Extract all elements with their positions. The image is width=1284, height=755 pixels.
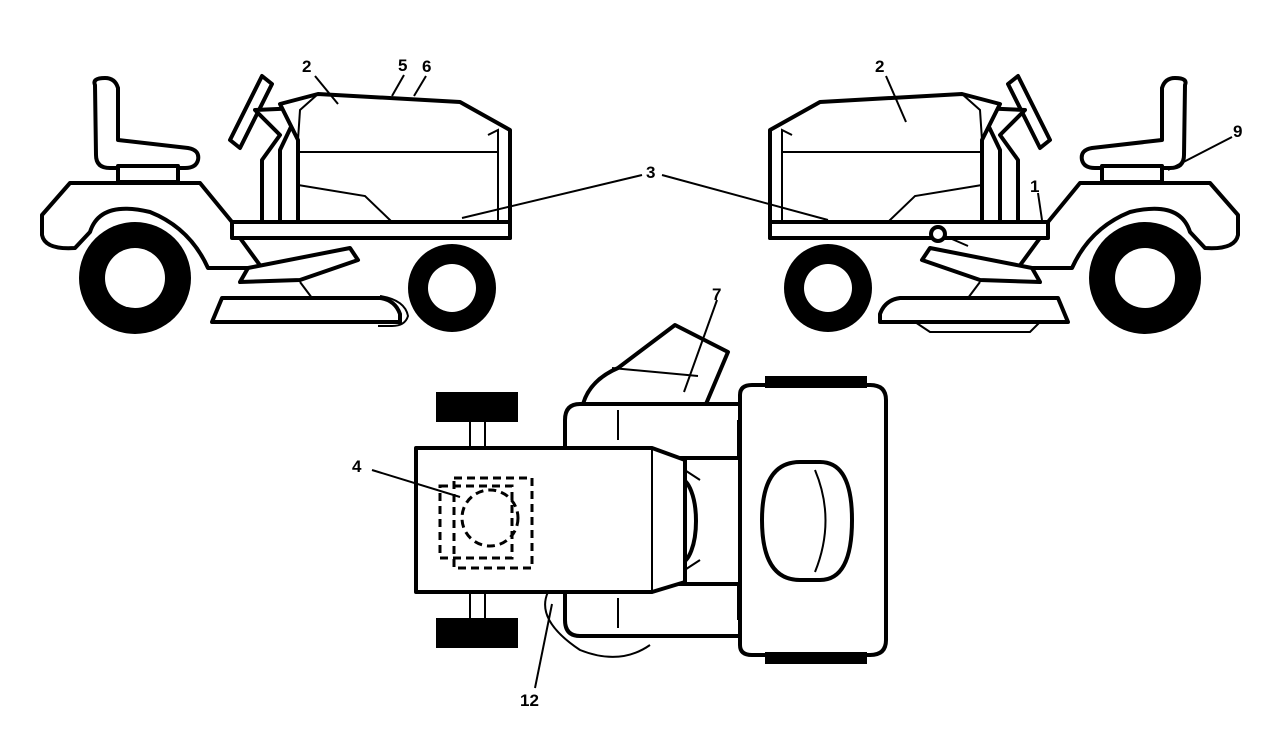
callout-12: 12 [520, 691, 539, 710]
callout-2-left: 2 [302, 57, 311, 76]
leader-1 [1037, 192, 1043, 221]
leader-lines [314, 74, 1233, 689]
callout-labels: 2 5 6 2 3 9 1 7 4 12 [302, 56, 1242, 710]
right-side-view [768, 74, 1240, 334]
leader-3-left [461, 174, 643, 219]
callout-1: 1 [1030, 177, 1039, 196]
leader-2-right [885, 75, 907, 123]
callout-9: 9 [1233, 122, 1242, 141]
callout-3: 3 [646, 163, 655, 182]
callout-4: 4 [352, 457, 362, 476]
callout-7: 7 [712, 285, 721, 304]
left-side-view [40, 74, 512, 334]
callout-5: 5 [398, 56, 407, 75]
leader-9 [1167, 136, 1233, 171]
top-view [414, 323, 888, 664]
leader-4 [371, 469, 461, 498]
leader-3-right [661, 174, 829, 221]
callout-6: 6 [422, 57, 431, 76]
leader-12 [534, 603, 553, 689]
leader-6 [413, 75, 427, 97]
leader-2-left [314, 75, 339, 105]
leader-7 [683, 299, 718, 393]
callout-2-right: 2 [875, 57, 884, 76]
leader-5 [391, 74, 405, 97]
